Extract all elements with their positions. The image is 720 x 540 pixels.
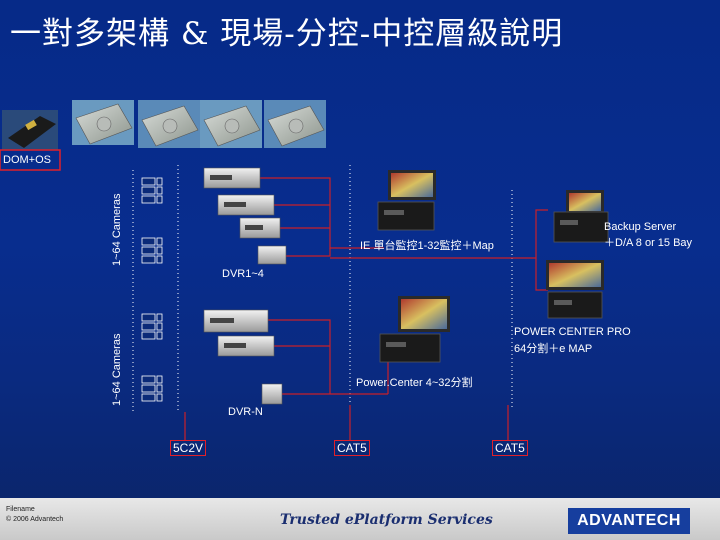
cable-5c2v-label: 5C2V — [170, 440, 207, 456]
power-center-label: Power.Center 4~32分割 — [356, 377, 473, 389]
dvr-unit-image — [217, 194, 275, 216]
dvr-unit-image — [203, 309, 269, 333]
advantech-logo: ADVANTECH — [568, 508, 690, 534]
footer-tagline: Trusted ePlatform Services — [280, 512, 493, 528]
dom-module-image — [2, 110, 58, 150]
power-center-workstation-image — [379, 296, 450, 363]
dom-highlight-box — [0, 149, 61, 171]
camera-group-top — [141, 177, 163, 264]
backup-server-image — [553, 190, 609, 243]
dvr-unit-image — [239, 217, 281, 239]
cameras-label-top: 1~64 Cameras — [111, 193, 123, 266]
power-center-pro-label: POWER CENTER PRO — [514, 326, 631, 338]
backup-server-sub-label: ＋D/A 8 or 15 Bay — [604, 237, 693, 249]
dvr-unit-image — [257, 245, 287, 265]
cable-drops — [184, 405, 509, 440]
cable-cat5-label-right: CAT5 — [492, 440, 528, 456]
dom-os-label: DOM+OS — [3, 154, 51, 166]
cable-cat5-label-left: CAT5 — [334, 440, 370, 456]
hard-disk-image — [72, 100, 134, 145]
footer-filename: Filename — [6, 506, 35, 513]
footer-copyright: © 2006 Advantech — [6, 516, 64, 523]
dvr-unit-image — [203, 167, 261, 189]
dvr-top-label: DVR1~4 — [222, 268, 264, 280]
hard-disk-image — [138, 100, 200, 148]
dotted-dividers — [132, 165, 513, 412]
slide-title: 一對多架構 & 現場-分控-中控層級說明 — [10, 16, 564, 52]
dvr-bottom-label: DVR-N — [228, 406, 263, 418]
camera-group-bottom — [141, 313, 163, 402]
hard-disk-image — [200, 100, 262, 148]
cameras-label-bottom: 1~64 Cameras — [111, 333, 123, 406]
backup-server-label: Backup Server — [604, 221, 677, 233]
power-center-pro-image — [546, 260, 604, 319]
power-center-pro-sub-label: 64分割＋e MAP — [514, 343, 593, 355]
ie-monitoring-label: IE 單台監控1-32監控＋Map — [360, 240, 494, 252]
hard-disk-image — [264, 100, 326, 148]
hard-disk-row — [72, 100, 326, 148]
dvr-unit-image — [261, 383, 283, 405]
dvr-unit-image — [217, 335, 275, 357]
network-links — [240, 177, 548, 395]
ie-workstation-image — [377, 170, 436, 231]
